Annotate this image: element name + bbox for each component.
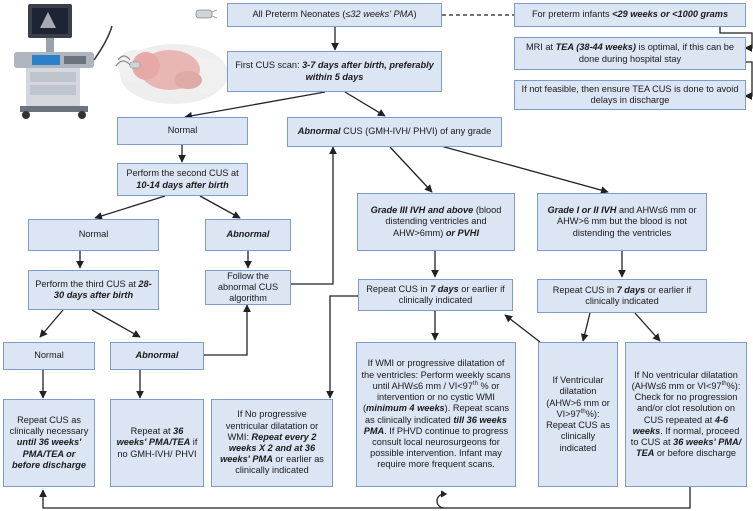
grade-3-ivh-box: Grade III IVH and above (blood distendin… [357,193,515,251]
probe-icon [195,9,218,19]
sleeping-neonate-icon [115,44,228,104]
repeat-7-days-left-box: Repeat CUS in 7 days or earlier if clini… [358,279,513,311]
not-feasible-box: If not feasible, then ensure TEA CUS is … [514,80,746,110]
ultrasound-machine-icon [14,4,113,119]
abnormal-box-2: Abnormal [205,219,291,251]
mri-tea-box: MRI at TEA (38-44 weeks) is optimal, if … [514,37,746,70]
normal-box-3: Normal [3,342,95,370]
repeat-at-36-weeks-box: Repeat at 36 weeks' PMA/TEA if no GMH-IV… [110,399,204,487]
abnormal-cus-box: Abnormal CUS (GMH-IVH/ PHVI) of any grad… [287,117,502,147]
no-progressive-dilatation-box: If No progressive ventricular dilatation… [211,399,333,487]
preterm-infants-criteria-box: For preterm infants <29 weeks or <1000 g… [514,3,746,27]
normal-box-2: Normal [28,219,159,251]
abnormal-box-3: Abnormal [110,342,204,370]
repeat-loop-icon [436,490,448,509]
third-cus-box: Perform the third CUS at 28-30 days afte… [28,270,159,310]
grade-1-2-ivh-box: Grade I or II IVH and AHW≤6 mm or AHW>6 … [537,193,707,251]
all-preterm-neonates-box: All Preterm Neonates (≤32 weeks' PMA) [227,3,442,27]
repeat-clinically-necessary-box: Repeat CUS as clinically necessary until… [3,399,95,487]
first-cus-box: First CUS scan: 3-7 days after birth, pr… [227,51,442,92]
ventricular-dilatation-box: If Ventricular dilatation (AHW>6 mm or V… [538,342,618,487]
normal-box-1: Normal [117,117,248,145]
repeat-7-days-right-box: Repeat CUS in 7 days or earlier if clini… [537,279,707,313]
follow-abnormal-algorithm-box: Follow the abnormal CUS algorithm [205,270,291,305]
no-ventricular-dilatation-box: If No ventricular dilatation (AHW≤6 mm o… [625,342,747,487]
second-cus-box: Perform the second CUS at 10-14 days aft… [117,163,248,196]
wmi-progressive-dilatation-box: If WMI or progressive dilatation of the … [356,342,516,487]
